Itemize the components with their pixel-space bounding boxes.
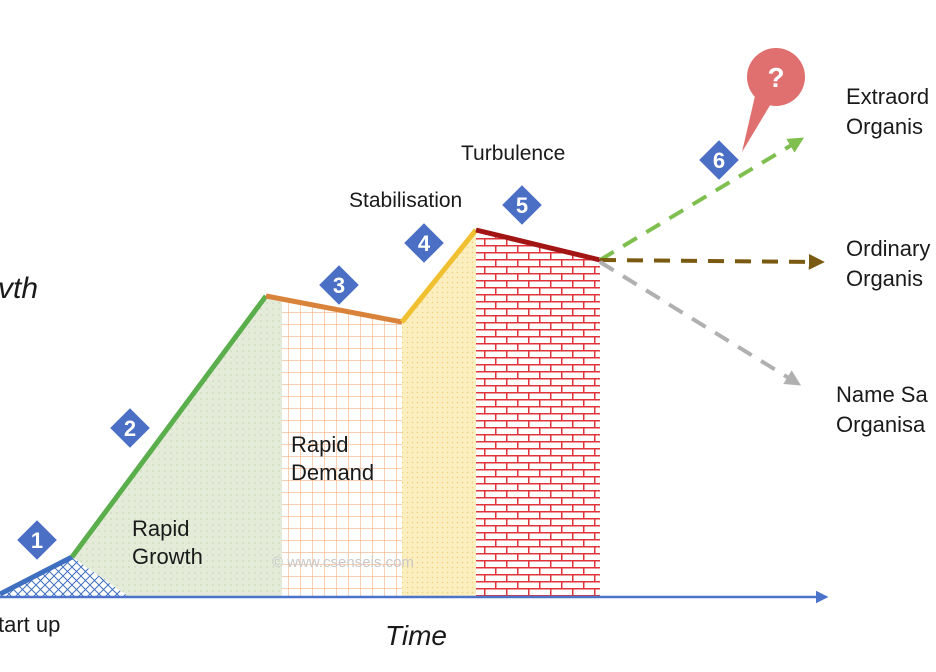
y-axis-label: vth [0, 272, 38, 305]
badge-1: 1 [14, 517, 60, 563]
outcome-extraordinary-line1: Extraord [846, 84, 929, 109]
label-rapid-demand-line1: Rapid [291, 432, 348, 457]
label-startup: tart up [0, 612, 60, 637]
badge-2: 2 [107, 405, 153, 451]
label-turbulence: Turbulence [461, 142, 565, 165]
arrow-extraordinary [598, 137, 805, 262]
outcome-same-line1: Name Sa [836, 382, 928, 407]
watermark: © www.csenseis.com [272, 554, 414, 571]
badge-3-label: 3 [333, 273, 345, 298]
arrow-ordinary [599, 253, 825, 270]
badge-6: 6 [696, 137, 742, 183]
label-rapid-growth-line1: Rapid [132, 516, 189, 541]
badge-4-label: 4 [418, 231, 431, 256]
startup-area [0, 557, 128, 596]
badge-5: 5 [499, 182, 545, 228]
outcome-ordinary-line1: Ordinary [846, 236, 930, 261]
curve-segment-rapid-demand [265, 293, 403, 325]
outcome-ordinary-line2: Organis [846, 266, 923, 291]
badge-1-label: 1 [31, 528, 43, 553]
badge-5-label: 5 [516, 193, 528, 218]
label-stabilisation: Stabilisation [349, 189, 462, 212]
x-axis-label: Time [385, 620, 447, 651]
badge-4: 4 [401, 220, 447, 266]
curve-segment-turbulence [475, 227, 601, 263]
question-bubble: ? [742, 48, 805, 152]
curve-segment-startup [0, 554, 74, 597]
question-mark: ? [767, 62, 784, 93]
badge-6-label: 6 [713, 148, 725, 173]
turbulence-area [476, 230, 600, 596]
badge-3: 3 [316, 262, 362, 308]
stabilisation-area [402, 230, 476, 596]
curve-segment-rapid-growth [69, 294, 269, 559]
outcome-same-line2: Organisa [836, 412, 926, 437]
badge-2-label: 2 [124, 416, 136, 441]
rapid-demand-area [282, 300, 402, 596]
curve-segment-stabilisation [400, 228, 478, 324]
arrow-same [598, 260, 802, 386]
label-rapid-growth-line2: Growth [132, 544, 203, 569]
outcome-extraordinary-line2: Organis [846, 114, 923, 139]
rapid-growth-area [72, 296, 282, 596]
label-rapid-demand-line2: Demand [291, 460, 374, 485]
